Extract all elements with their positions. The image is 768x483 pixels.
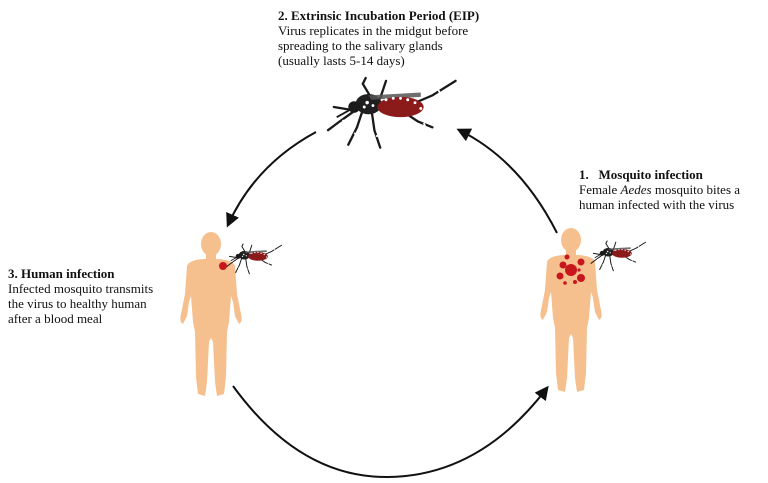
- mosquito-icon: [590, 240, 647, 272]
- step-2-desc-line-2: spreading to the salivary glands: [278, 38, 443, 53]
- arrow-human-to-infected: [232, 385, 549, 479]
- arrow-eip-to-human: [226, 131, 317, 228]
- step-2-desc-line-3: (usually lasts 5-14 days): [278, 53, 405, 68]
- step-3-label: 3. Human infection Infected mosquito tra…: [8, 266, 153, 326]
- step-1-title: 1. Mosquito infection: [579, 167, 703, 182]
- infection-spots: [556, 254, 585, 285]
- infection-spot: [219, 262, 227, 270]
- step-3-desc-line-2: the virus to healthy human: [8, 296, 147, 311]
- mosquito-icon: [326, 76, 457, 149]
- step-1-desc-line-2: human infected with the virus: [579, 197, 735, 212]
- step-3-title: 3. Human infection: [8, 266, 115, 281]
- step-2-desc-line-1: Virus replicates in the midgut before: [278, 23, 469, 38]
- step-2-label: 2. Extrinsic Incubation Period (EIP) Vir…: [278, 8, 479, 68]
- step-1-desc-line-1: Female Aedes mosquito bites a: [579, 182, 741, 197]
- arrow-infected-to-eip: [456, 128, 558, 234]
- step-2-title: 2. Extrinsic Incubation Period (EIP): [278, 8, 480, 23]
- step-3-desc-line-1: Infected mosquito transmits: [8, 281, 154, 296]
- step-3-desc-line-3: after a blood meal: [8, 311, 103, 326]
- step-1-label: 1. Mosquito infection Female Aedes mosqu…: [579, 167, 740, 212]
- human-figure-icon: [540, 228, 602, 392]
